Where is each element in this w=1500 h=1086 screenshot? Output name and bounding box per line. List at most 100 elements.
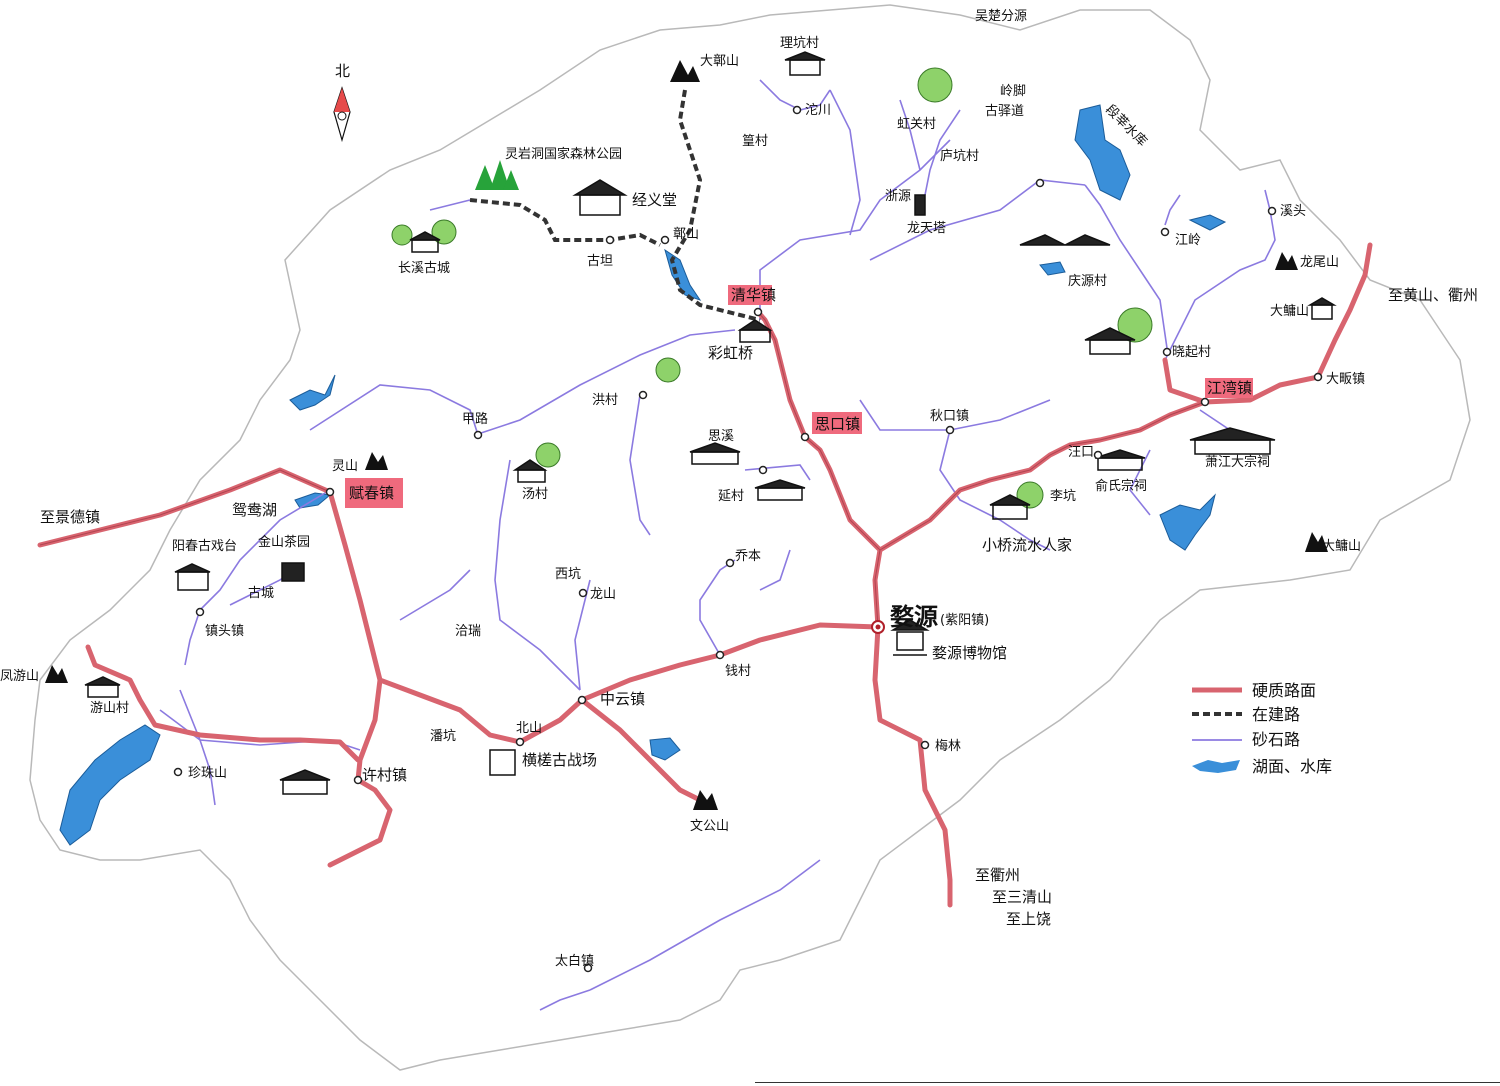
- label-pankeng: 潘坑: [430, 729, 456, 744]
- label-huangcun: 篁村: [742, 133, 768, 149]
- label-qiancun: 钱村: [725, 664, 751, 679]
- temple-icon-jingyi: [572, 179, 628, 216]
- mountain-icon-fengyou: [45, 665, 68, 683]
- gravel-roads: [159, 79, 1276, 1011]
- bottom-rule: [755, 1082, 1500, 1083]
- label-jialu: 甲路: [462, 411, 488, 427]
- legend-label-paved: 硬质路面: [1252, 681, 1316, 700]
- house-icon-tangcun: [512, 459, 548, 483]
- mountain-icon-dazhang: [670, 60, 700, 82]
- label-taibai: 太白镇: [555, 953, 594, 969]
- legend-label-gravel: 砂石路: [1252, 730, 1300, 749]
- label-jingyi: 经义堂: [632, 191, 677, 209]
- label-fengyou: 凤游山: [0, 669, 39, 684]
- house-icon-sixi: [689, 442, 741, 465]
- town-label-fuchun: 赋春镇: [349, 484, 394, 502]
- label-zhongyun: 中云镇: [600, 690, 645, 708]
- label-xiakeng: 洽瑞: [455, 624, 481, 639]
- label-wengong: 文公山: [690, 819, 729, 834]
- county-seat-marker: [871, 620, 885, 634]
- arrow-to-huangshan: 至黄山、衢州: [1388, 286, 1478, 304]
- label-tangcun: 汤村: [522, 487, 548, 502]
- city-icon-gucheng: [281, 562, 305, 582]
- compass-north-label: 北: [335, 62, 350, 80]
- label-gutan: 古坦: [587, 254, 613, 269]
- pagoda-icon-longtian: [914, 194, 926, 216]
- mountain-icon-dayong: [1305, 532, 1328, 552]
- label-xiaoqi: 晓起村: [1172, 345, 1211, 360]
- legend: 硬质路面 在建路 砂石路 湖面、水库: [1192, 681, 1332, 776]
- label-fuchun-stage: 阳春古戏台: [172, 539, 237, 554]
- forest-icon: [475, 160, 519, 190]
- legend-swatch-water: [1192, 760, 1240, 773]
- label-qiaoben: 乔本: [735, 549, 761, 564]
- county-border: [29, 4, 1471, 1071]
- compass-icon: [333, 86, 351, 143]
- house-icon-dakang: [1307, 297, 1337, 320]
- label-youshan: 游山村: [90, 701, 129, 716]
- house-icon-lihang: [784, 51, 826, 76]
- arrow-to-sanqing: 至三清山: [992, 888, 1052, 906]
- label-hongcun: 洪村: [592, 393, 618, 408]
- label-lingshan: 灵山: [332, 459, 358, 474]
- label-lingjiao: 岭脚: [1000, 83, 1026, 99]
- house-icon-changxi: [409, 231, 441, 253]
- county-seat-name: 婺源: [890, 603, 938, 631]
- label-xiaoqiao: 小桥流水人家: [982, 536, 1072, 554]
- reservoir-east: [1159, 493, 1216, 551]
- label-jinshan: 金山茶园: [258, 534, 310, 550]
- label-lingyan-park: 灵岩洞国家森林公园: [505, 146, 622, 162]
- house-icon-yancun: [754, 479, 806, 501]
- town-label-qinghua: 清华镇: [731, 286, 776, 304]
- place-labels: 大鄣山 理坑村 沱川 吴楚分源 岭脚 古驿道 虹关村 庐坑村 浙源 龙天塔 篁村…: [0, 9, 1365, 969]
- construction-road: [469, 89, 761, 322]
- legend-label-construction: 在建路: [1252, 705, 1300, 724]
- town-label-sikou: 思口镇: [815, 415, 860, 433]
- label-dakang: 大畈镇: [1326, 372, 1365, 387]
- label-xucun: 许村镇: [362, 766, 407, 784]
- label-gudao: 古驿道: [985, 104, 1024, 119]
- house-icon-qingyuan: [1019, 234, 1111, 246]
- label-dayong-n: 大鳙山: [1270, 303, 1309, 319]
- label-jiangling: 江岭: [1175, 233, 1201, 248]
- label-yuanyang: 鸳鸯湖: [232, 501, 277, 519]
- stage-icon-fuchun: [174, 563, 211, 591]
- label-wangkou: 汪口: [1068, 445, 1094, 460]
- house-icon-likeng: [989, 494, 1031, 520]
- legend-label-water: 湖面、水库: [1252, 757, 1332, 776]
- mountain-icon-lingshan: [365, 452, 388, 470]
- town-badge-fuchun: 赋春镇: [345, 478, 403, 508]
- arrow-to-shangrao: 至上饶: [1006, 910, 1051, 928]
- building-icons: [84, 51, 1337, 795]
- lake-northwest: [289, 374, 336, 411]
- town-badge-jiangwan: 江湾镇: [1205, 378, 1253, 398]
- label-caihong: 彩虹桥: [708, 344, 753, 362]
- county-seat-suffix: (紫阳镇): [940, 613, 989, 628]
- museum-icon: [890, 619, 930, 656]
- label-lukeng: 庐坑村: [940, 149, 979, 164]
- label-xitou: 溪头: [1280, 204, 1306, 219]
- label-zheyuan: 浙源: [885, 189, 911, 204]
- label-longshan: 龙山: [590, 587, 616, 602]
- lake-wengong: [649, 737, 681, 761]
- label-zhangshan: 鄣山: [673, 226, 699, 242]
- label-dayong-s: 大鳙山: [1322, 538, 1361, 554]
- town-label-jiangwan: 江湾镇: [1207, 379, 1252, 397]
- label-yushi: 俞氏宗祠: [1095, 478, 1147, 494]
- house-icon-xucun: [279, 769, 331, 795]
- label-dazhang: 大鄣山: [700, 53, 739, 69]
- label-lihang: 理坑村: [780, 36, 819, 51]
- label-xikeng: 西坑: [555, 567, 581, 582]
- label-meilin: 梅林: [935, 739, 961, 754]
- label-qingyuan: 庆源村: [1068, 274, 1107, 289]
- label-zhenzhu: 珍珠山: [188, 766, 227, 781]
- label-zhentou: 镇头镇: [205, 624, 244, 639]
- lake-south: [1188, 214, 1227, 231]
- label-wuchu: 吴楚分源: [975, 9, 1027, 24]
- label-qiukou: 秋口镇: [930, 409, 969, 424]
- label-longtian: 龙天塔: [907, 221, 946, 236]
- route-labels: 至景德镇 至黄山、衢州 至衢州 至三清山 至上饶: [40, 286, 1478, 928]
- label-beishan: 北山: [516, 721, 542, 736]
- paved-roads-outline: [39, 311, 1206, 628]
- lake-qingyuan: [1039, 261, 1066, 276]
